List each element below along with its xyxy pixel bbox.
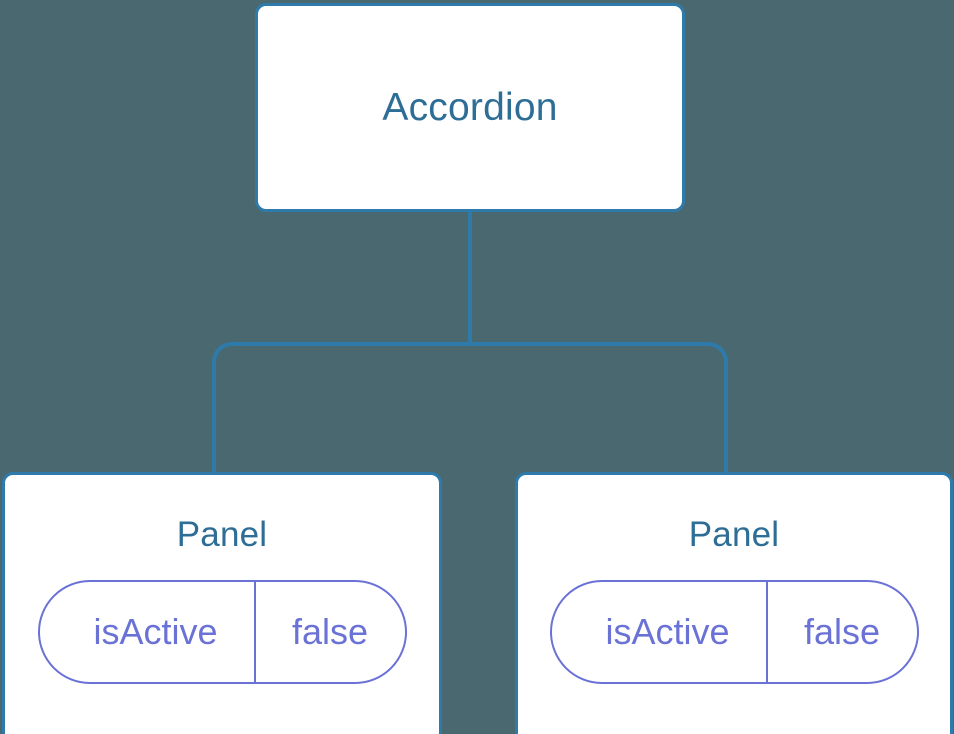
node-panel-left[interactable]: Panel isActive false [2, 472, 442, 734]
node-accordion-title: Accordion [382, 86, 558, 129]
panel-left-prop-isactive[interactable]: isActive false [37, 580, 407, 684]
connector-bracket-left [212, 342, 470, 476]
panel-right-prop-value: false [803, 611, 881, 652]
panel-left-prop-value: false [291, 611, 369, 652]
panel-left-prop-key: isActive [93, 611, 218, 652]
panel-right-prop-isactive[interactable]: isActive false [549, 580, 919, 684]
node-accordion[interactable]: Accordion [255, 3, 685, 212]
panel-right-body: Panel isActive false [518, 475, 950, 734]
node-panel-left-title: Panel [176, 515, 268, 554]
panel-left-body: Panel isActive false [5, 475, 439, 734]
prop-divider [765, 582, 768, 682]
node-panel-right[interactable]: Panel isActive false [515, 472, 953, 734]
panel-right-prop-key: isActive [605, 611, 730, 652]
prop-divider [253, 582, 256, 682]
connector-bracket-right [470, 342, 728, 476]
node-panel-right-title: Panel [688, 515, 780, 554]
